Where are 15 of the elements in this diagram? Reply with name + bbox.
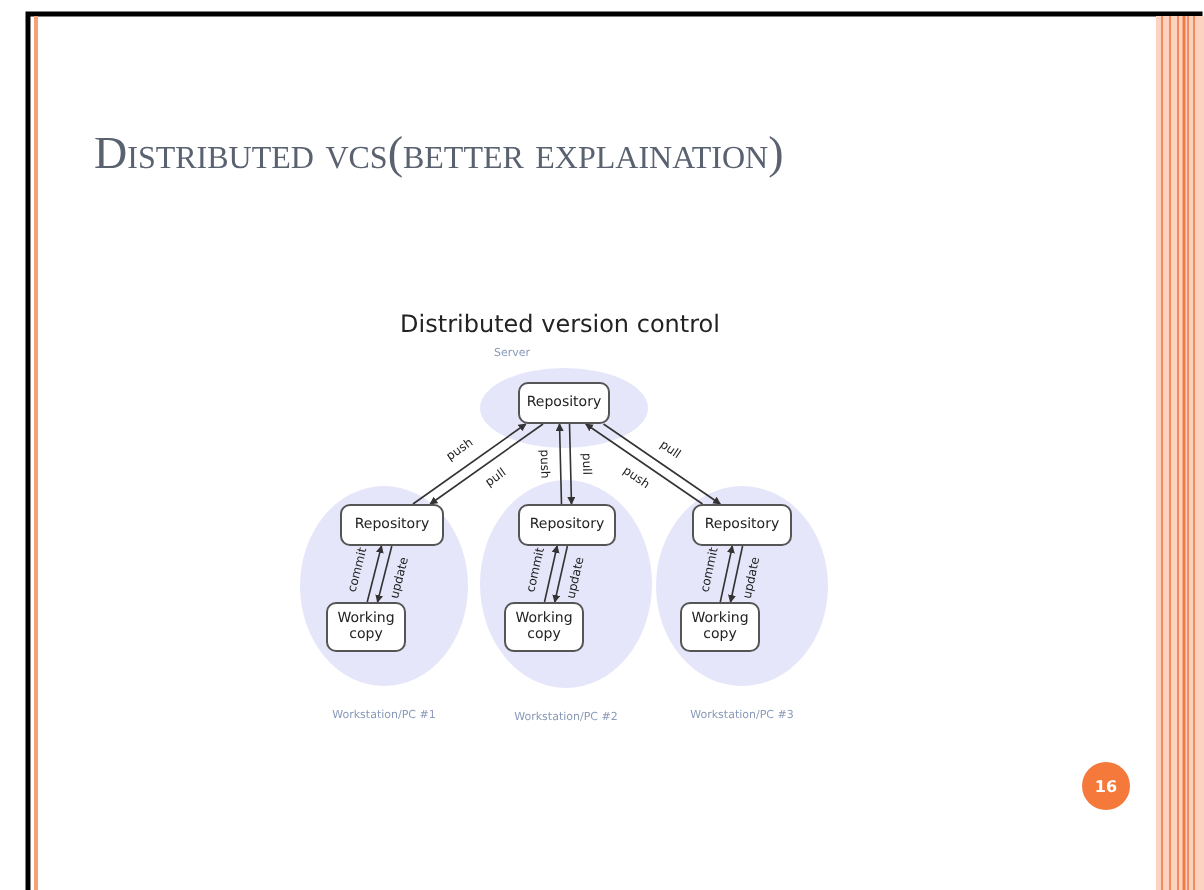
arrow	[719, 545, 735, 603]
arrow	[584, 423, 704, 505]
arrow	[567, 423, 576, 505]
arrow	[552, 545, 569, 603]
arrow	[602, 423, 722, 505]
page-number-circle: 16	[1082, 762, 1130, 810]
arrow	[366, 545, 384, 603]
arrow	[429, 423, 544, 505]
slide-title: Distributed vcs(better explaination)	[94, 128, 784, 180]
arrow	[412, 423, 527, 505]
diagram-heading: Distributed version control	[398, 310, 722, 338]
arrow	[555, 423, 564, 505]
arrow	[543, 545, 560, 603]
arrow	[375, 545, 393, 603]
arrow	[728, 545, 744, 603]
